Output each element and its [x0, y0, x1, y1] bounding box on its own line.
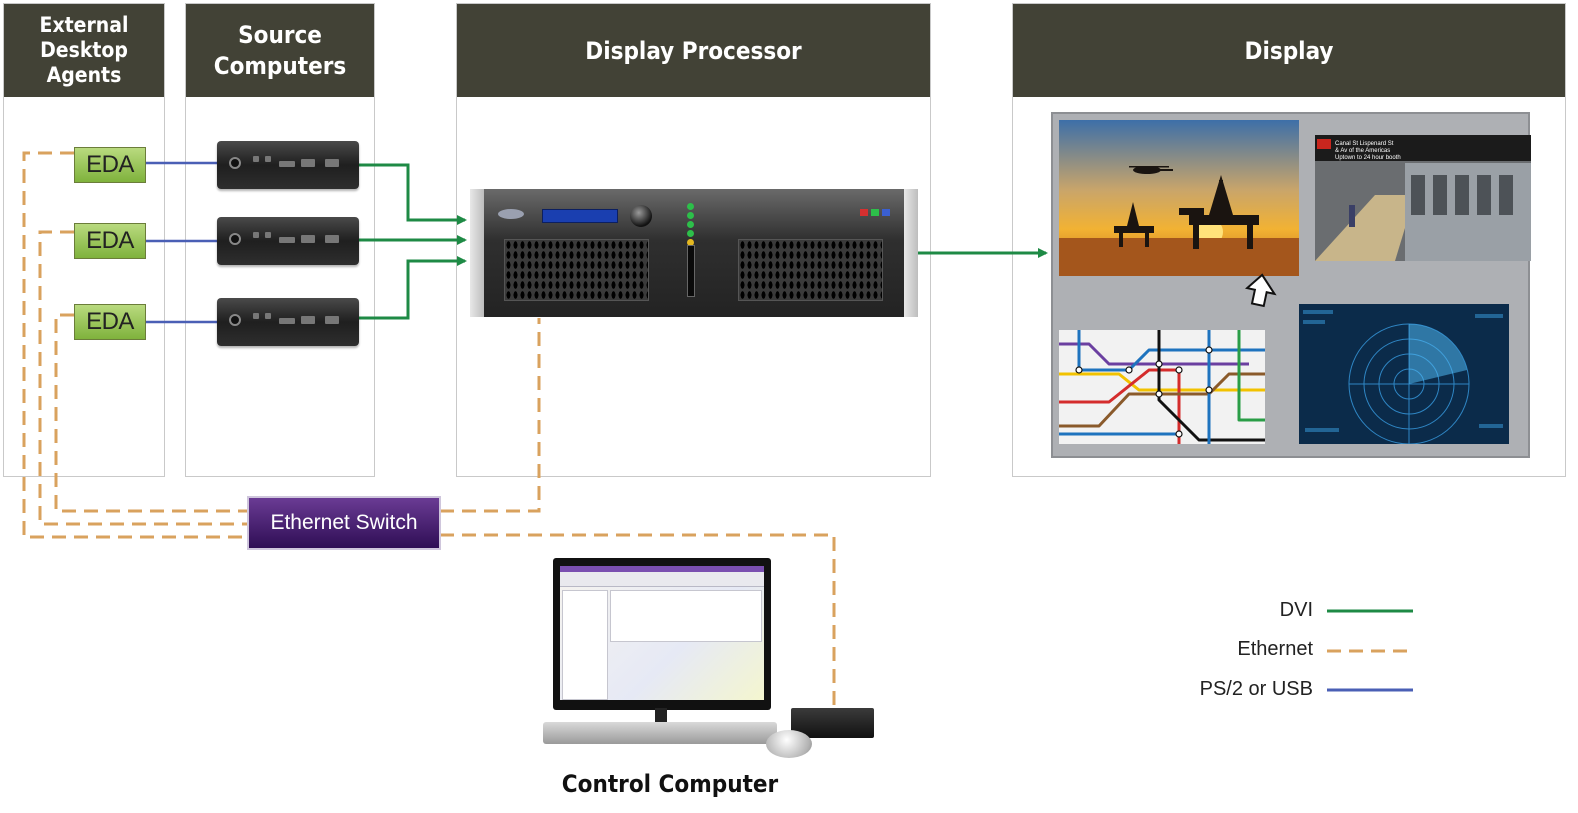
display-processor-unit	[470, 189, 918, 317]
source-computer-3	[217, 298, 359, 346]
dvi-lines	[358, 163, 1048, 320]
processor-indicator-green	[871, 209, 879, 216]
source-computer-2	[217, 217, 359, 265]
control-computer-monitor	[553, 558, 771, 710]
legend-label-usb: PS/2 or USB	[1199, 678, 1313, 700]
ethernet-line-eda-2	[38, 230, 248, 526]
ethernet-line-eda-1	[22, 151, 248, 539]
monitor-screen	[560, 566, 764, 700]
column-header-eda: External Desktop Agents	[4, 4, 164, 97]
ethernet-switch-box: Ethernet Switch	[247, 496, 441, 550]
transit-map-image	[1059, 330, 1265, 444]
processor-front-slot	[687, 245, 695, 297]
monitor-stand	[655, 708, 667, 724]
status-led-2	[687, 212, 694, 219]
status-led-5	[687, 239, 694, 246]
ethernet-line-processor	[440, 318, 541, 513]
mouse-cursor-icon	[1245, 273, 1281, 309]
subway-sign-line1: Canal St Lispenard St	[1335, 141, 1394, 147]
keyboard	[543, 722, 777, 744]
vent-grill-left	[504, 239, 649, 301]
processor-indicator-blue	[882, 209, 890, 216]
dvi-line-source-3	[358, 256, 467, 320]
legend-label-ethernet: Ethernet	[1237, 638, 1313, 660]
status-led-1	[687, 203, 694, 210]
ethernet-line-eda-3	[54, 313, 248, 513]
column-header-source: Source Computers	[186, 4, 374, 97]
oil-rig-sunset-image	[1059, 120, 1299, 276]
dvi-line-source-1	[358, 163, 467, 225]
processor-logo	[498, 209, 524, 219]
status-led-4	[687, 230, 694, 237]
radar-screen-image	[1299, 304, 1509, 444]
control-computer-label: Control Computer	[561, 770, 779, 798]
ethernet-line-control	[440, 533, 836, 708]
eda-box-1: EDA	[74, 147, 146, 183]
mouse	[766, 730, 812, 758]
vent-grill-right	[738, 239, 883, 301]
display-wall: Canal St Lispenard St & Av of the Americ…	[1051, 112, 1531, 458]
eda-box-2: EDA	[74, 223, 146, 259]
status-led-3	[687, 221, 694, 228]
legend-label-dvi: DVI	[1279, 599, 1313, 621]
processor-lcd-display	[542, 209, 618, 223]
column-header-display: Display	[1013, 4, 1565, 97]
processor-select-knob	[630, 205, 652, 227]
eda-header-line1: External	[39, 13, 129, 37]
usb-lines	[146, 161, 218, 324]
source-header-line1: Source	[238, 20, 322, 49]
rack-ear-right	[904, 189, 918, 317]
ethernet-lines	[22, 151, 836, 708]
eda-header-line3: Agents	[46, 63, 122, 87]
source-header-line2: Computers	[213, 51, 347, 80]
rack-ear-left	[470, 189, 484, 317]
column-header-processor: Display Processor	[457, 4, 930, 97]
subway-sign-line2: & Av of the Americas	[1335, 148, 1390, 154]
subway-sign-line3: Uptown to 24 hour booth	[1335, 155, 1401, 161]
eda-box-3: EDA	[74, 304, 146, 340]
source-computer-1	[217, 141, 359, 189]
subway-station-image: Canal St Lispenard St & Av of the Americ…	[1315, 135, 1531, 261]
legend-swatches	[1327, 609, 1413, 692]
eda-header-line2: Desktop	[40, 38, 128, 62]
processor-indicator-red	[860, 209, 868, 216]
